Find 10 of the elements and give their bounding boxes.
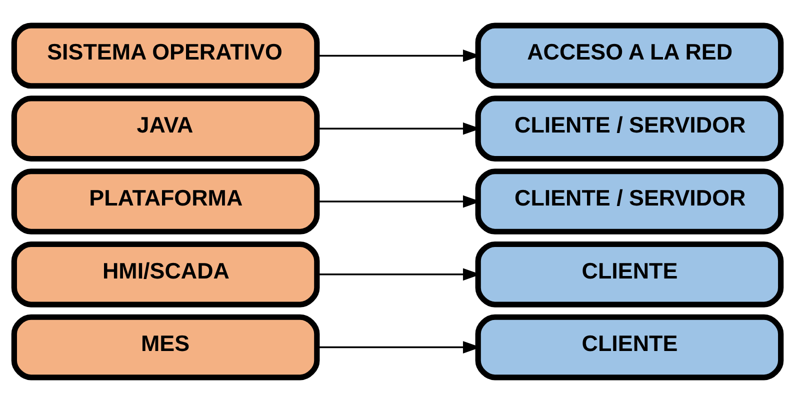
node-box: JAVA: [11, 95, 320, 162]
node-box: SISTEMA OPERATIVO: [11, 22, 320, 88]
node-box: MES: [11, 314, 320, 380]
node-box: ACCESO A LA RED: [475, 22, 784, 88]
node-box: CLIENTE / SERVIDOR: [475, 95, 784, 162]
node-box: HMI/SCADA: [11, 240, 320, 307]
node-box: CLIENTE / SERVIDOR: [475, 168, 784, 234]
node-box: CLIENTE: [475, 240, 784, 307]
node-box: CLIENTE: [475, 314, 784, 380]
node-box: PLATAFORMA: [11, 168, 320, 234]
